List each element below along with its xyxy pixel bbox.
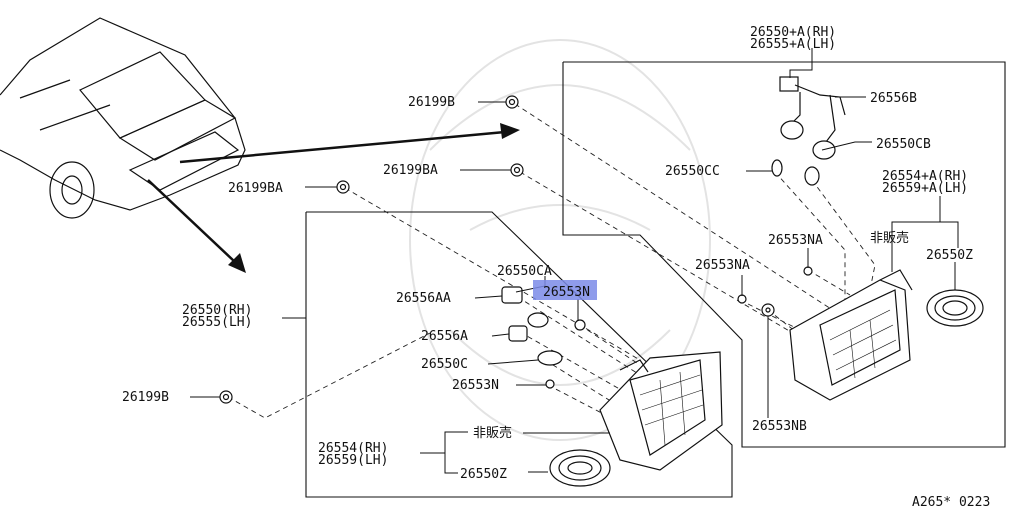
label-rear-rh[interactable]: 26550+A(RH) <box>750 25 836 40</box>
arrow-to-rear-combination-lamp <box>179 123 520 164</box>
label-26556A[interactable]: 26556A <box>421 329 468 344</box>
watermark <box>409 39 711 441</box>
outer-lamp-assembly-box <box>305 211 733 498</box>
bulb-socket-26556A <box>508 325 528 342</box>
bulb-26550CC <box>771 159 783 177</box>
label-lens-rh[interactable]: 26554(RH) <box>318 441 388 456</box>
bulb-26550CA <box>527 312 549 328</box>
bulb-26550CB <box>804 166 820 186</box>
inner-lamp-assembly-box <box>562 61 1006 448</box>
label-26199BA-mid[interactable]: 26199BA <box>383 163 438 178</box>
label-main-rh[interactable]: 26550(RH) <box>182 303 252 318</box>
label-not-sold-right: 非販売 <box>870 230 909 246</box>
grommet-26199BA-mid <box>510 163 524 177</box>
label-26556B[interactable]: 26556B <box>870 91 917 106</box>
grommet-26199B-bottom <box>219 390 233 404</box>
label-rear-lh[interactable]: 26555+A(LH) <box>750 37 836 52</box>
gasket-26550Z-right <box>926 289 984 327</box>
arrow-to-main-lamp <box>147 179 246 273</box>
bulb-socket-26556AA <box>501 286 523 304</box>
grommet-26199B-top <box>505 95 519 109</box>
car-illustration <box>0 17 246 219</box>
leader-lines <box>190 48 959 474</box>
label-26553N[interactable]: 26553N <box>452 378 499 393</box>
label-26550C[interactable]: 26550C <box>421 357 468 372</box>
label-26550Z-bottom[interactable]: 26550Z <box>460 467 507 482</box>
bulb-26550C <box>537 350 563 366</box>
label-26550Z-right[interactable]: 26550Z <box>926 248 973 263</box>
label-26550CB[interactable]: 26550CB <box>876 137 931 152</box>
label-main-lh[interactable]: 26555(LH) <box>182 315 252 330</box>
washer-26553NB <box>761 303 775 317</box>
label-lens-lh[interactable]: 26559(LH) <box>318 453 388 468</box>
label-inner-rh[interactable]: 26554+A(RH) <box>882 169 968 184</box>
label-26550CC[interactable]: 26550CC <box>665 164 720 179</box>
diagram-code: A265* 0223 <box>912 495 990 510</box>
label-26553NA-left[interactable]: 26553NA <box>695 258 750 273</box>
rear-combination-lamp-lens <box>599 351 723 471</box>
part-labels: 26550+A(RH) 26555+A(LH) 26556B 26550CB 2… <box>122 25 990 510</box>
gasket-26550Z-bottom <box>549 449 611 487</box>
label-26553NB[interactable]: 26553NB <box>752 419 807 434</box>
label-26553N-highlighted[interactable]: 26553N <box>543 285 590 300</box>
washer-26553N <box>545 319 586 389</box>
label-26556AA[interactable]: 26556AA <box>396 291 451 306</box>
label-26550CA[interactable]: 26550CA <box>497 264 552 279</box>
label-26199BA-left[interactable]: 26199BA <box>228 181 283 196</box>
highlight-26553N <box>533 280 597 300</box>
label-26199B-bottom[interactable]: 26199B <box>122 390 169 405</box>
label-26553NA-top[interactable]: 26553NA <box>768 233 823 248</box>
grommet-26199BA-left <box>336 180 350 194</box>
explode-lines <box>227 103 876 421</box>
label-inner-lh[interactable]: 26559+A(LH) <box>882 181 968 196</box>
inner-combination-lamp <box>789 269 913 401</box>
label-26199B-top[interactable]: 26199B <box>408 95 455 110</box>
label-not-sold-left: 非販売 <box>473 425 512 441</box>
